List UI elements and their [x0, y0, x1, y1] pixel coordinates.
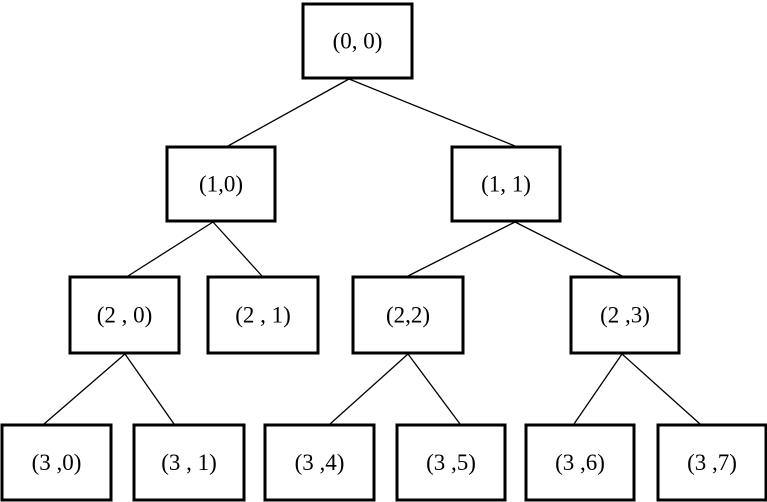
node-label-0-0: (0, 0): [333, 29, 383, 54]
node-label-3-6: (3 ,6): [555, 450, 605, 475]
node-box-3-6: [524, 423, 636, 502]
edge-2-3-to-3-7: [621, 353, 701, 425]
node-box-2-2: [351, 275, 465, 355]
tree-node-3-1: (3 , 1): [132, 423, 246, 502]
edge-0-0-to-1-0: [227, 78, 350, 147]
node-box-2-0: [68, 275, 181, 355]
node-box-1-0: [165, 145, 277, 223]
node-box-1-1: [450, 145, 562, 223]
tree-node-3-0: (3 ,0): [0, 423, 113, 502]
tree-node-2-2: (2,2): [351, 275, 465, 355]
tree-node-1-0: (1,0): [165, 145, 277, 223]
edge-1-0-to-2-1: [212, 221, 263, 277]
edge-0-0-to-1-1: [348, 78, 516, 147]
edge-1-1-to-2-2: [407, 221, 516, 277]
edge-2-2-to-3-4: [329, 353, 409, 425]
edge-2-2-to-3-5: [407, 353, 461, 425]
node-label-2-3: (2 ,3): [600, 303, 650, 328]
tree-node-2-1: (2 , 1): [206, 275, 320, 355]
node-label-3-7: (3 ,7): [687, 450, 737, 475]
edge-2-0-to-3-0: [43, 353, 126, 425]
node-box-3-7: [656, 423, 767, 502]
node-box-3-1: [132, 423, 246, 502]
tree-node-2-3: (2 ,3): [569, 275, 681, 355]
node-label-3-1: (3 , 1): [161, 450, 217, 475]
node-box-3-5: [395, 423, 507, 502]
node-box-2-3: [569, 275, 681, 355]
node-label-3-0: (3 ,0): [32, 450, 82, 475]
node-box-2-1: [206, 275, 320, 355]
edge-2-3-to-3-6: [573, 353, 623, 425]
node-label-1-0: (1,0): [199, 172, 243, 197]
tree-node-3-5: (3 ,5): [395, 423, 507, 502]
tree-node-1-1: (1, 1): [450, 145, 562, 223]
edges-layer: [43, 78, 701, 425]
tree-node-0-0: (0, 0): [301, 2, 414, 80]
tree-node-3-4: (3 ,4): [263, 423, 376, 502]
node-label-2-1: (2 , 1): [235, 303, 291, 328]
edge-1-0-to-2-0: [127, 221, 214, 277]
tree-node-3-7: (3 ,7): [656, 423, 767, 502]
node-label-2-2: (2,2): [386, 303, 430, 328]
node-box-3-0: [0, 423, 113, 502]
node-label-3-5: (3 ,5): [426, 450, 476, 475]
node-box-3-4: [263, 423, 376, 502]
edge-2-0-to-3-1: [124, 353, 175, 425]
tree-node-2-0: (2 , 0): [68, 275, 181, 355]
node-label-2-0: (2 , 0): [97, 303, 153, 328]
edge-1-1-to-2-3: [514, 221, 623, 277]
tree-node-3-6: (3 ,6): [524, 423, 636, 502]
node-box-0-0: [301, 2, 414, 80]
node-label-1-1: (1, 1): [481, 172, 531, 197]
node-label-3-4: (3 ,4): [295, 450, 345, 475]
